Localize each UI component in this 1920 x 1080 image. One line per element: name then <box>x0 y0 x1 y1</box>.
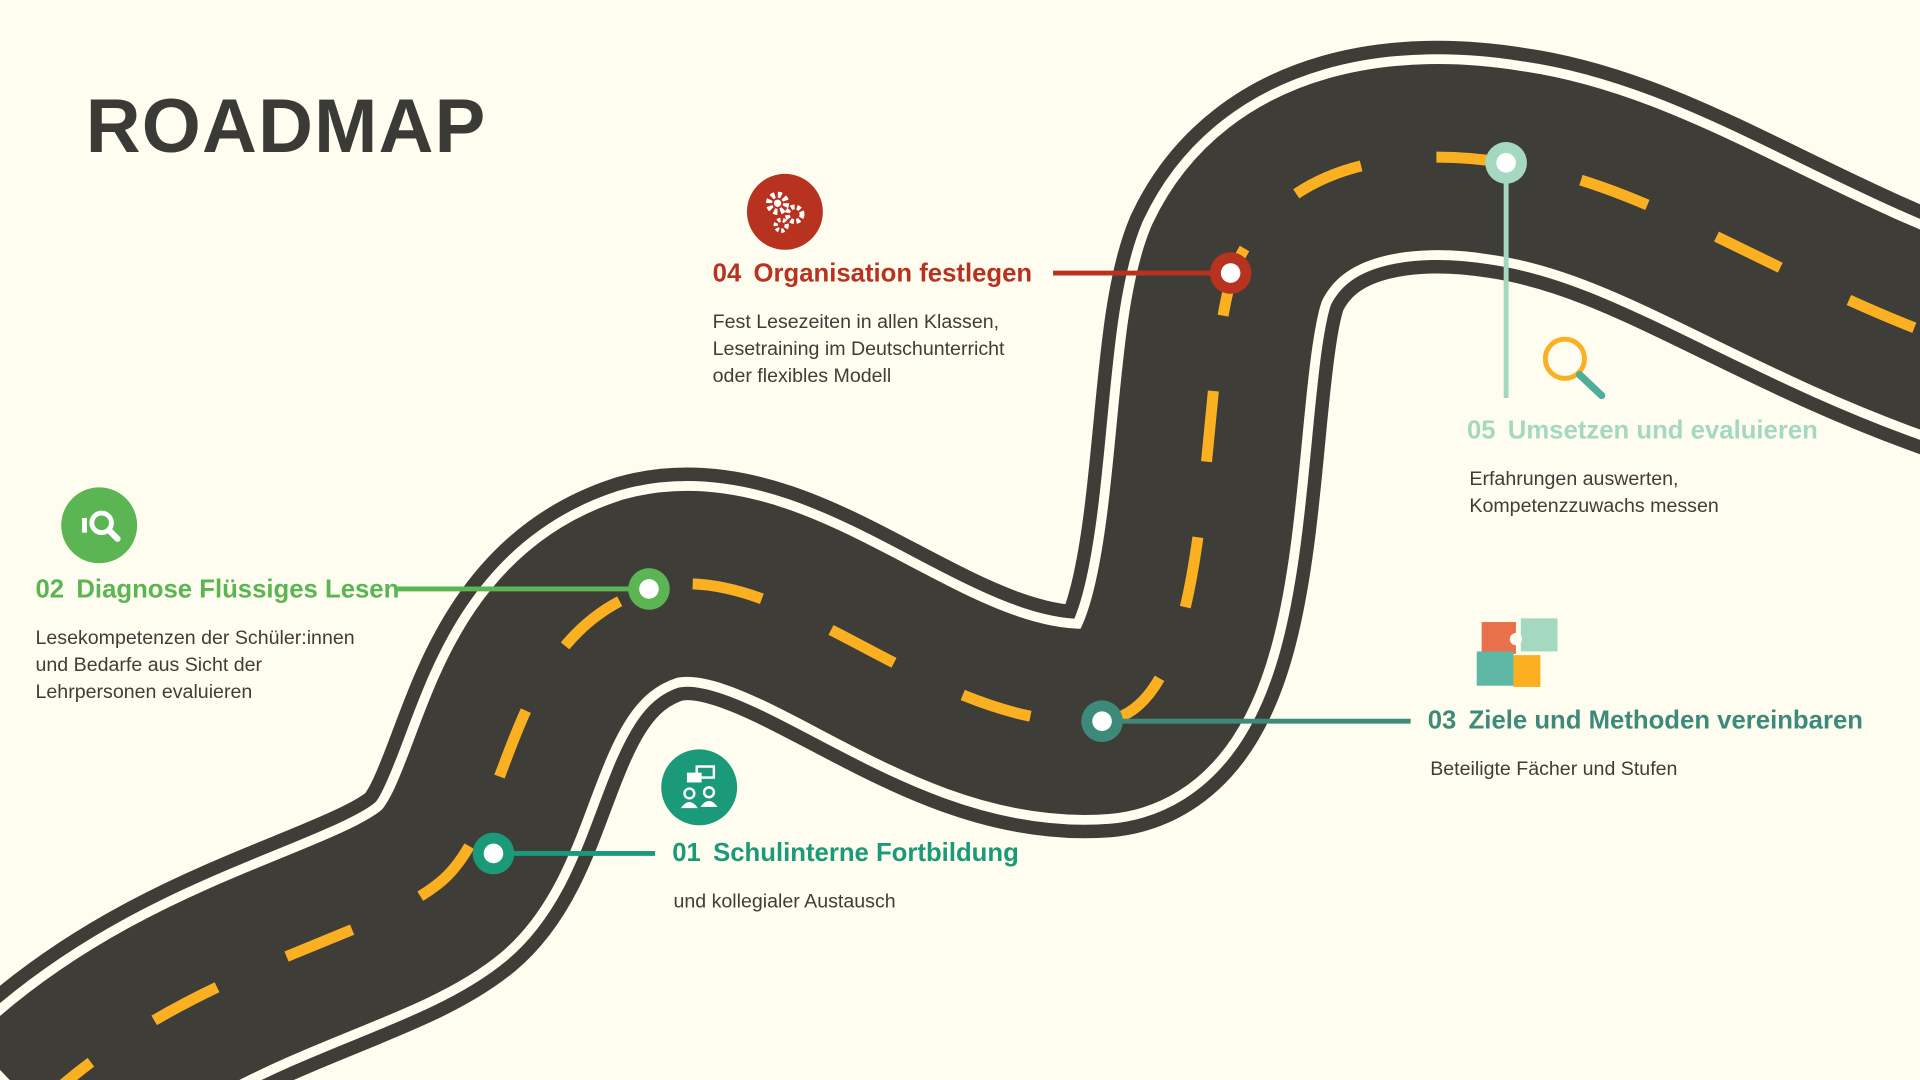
step-05-description: Erfahrungen auswerten,Kompetenzzuwachs m… <box>1469 468 1719 517</box>
marker-01[interactable] <box>472 832 515 875</box>
page-title: ROADMAP <box>85 84 487 169</box>
marker-02[interactable] <box>628 568 670 610</box>
puzzle-icon <box>1476 618 1558 687</box>
step-04-description: Fest Lesezeiten in allen Klassen,Lesetra… <box>712 312 1005 387</box>
marker-04[interactable] <box>1209 252 1252 294</box>
marker-05[interactable] <box>1485 142 1527 184</box>
marker-03[interactable] <box>1081 700 1123 743</box>
magnifier-icon <box>1542 336 1606 400</box>
people-chat-icon <box>661 749 738 826</box>
magnifier-person-icon <box>61 487 138 564</box>
gears-icon <box>746 173 823 250</box>
step-01-description: und kollegialer Austausch <box>673 891 896 913</box>
step-03-description: Beteiligte Fächer und Stufen <box>1430 759 1678 781</box>
